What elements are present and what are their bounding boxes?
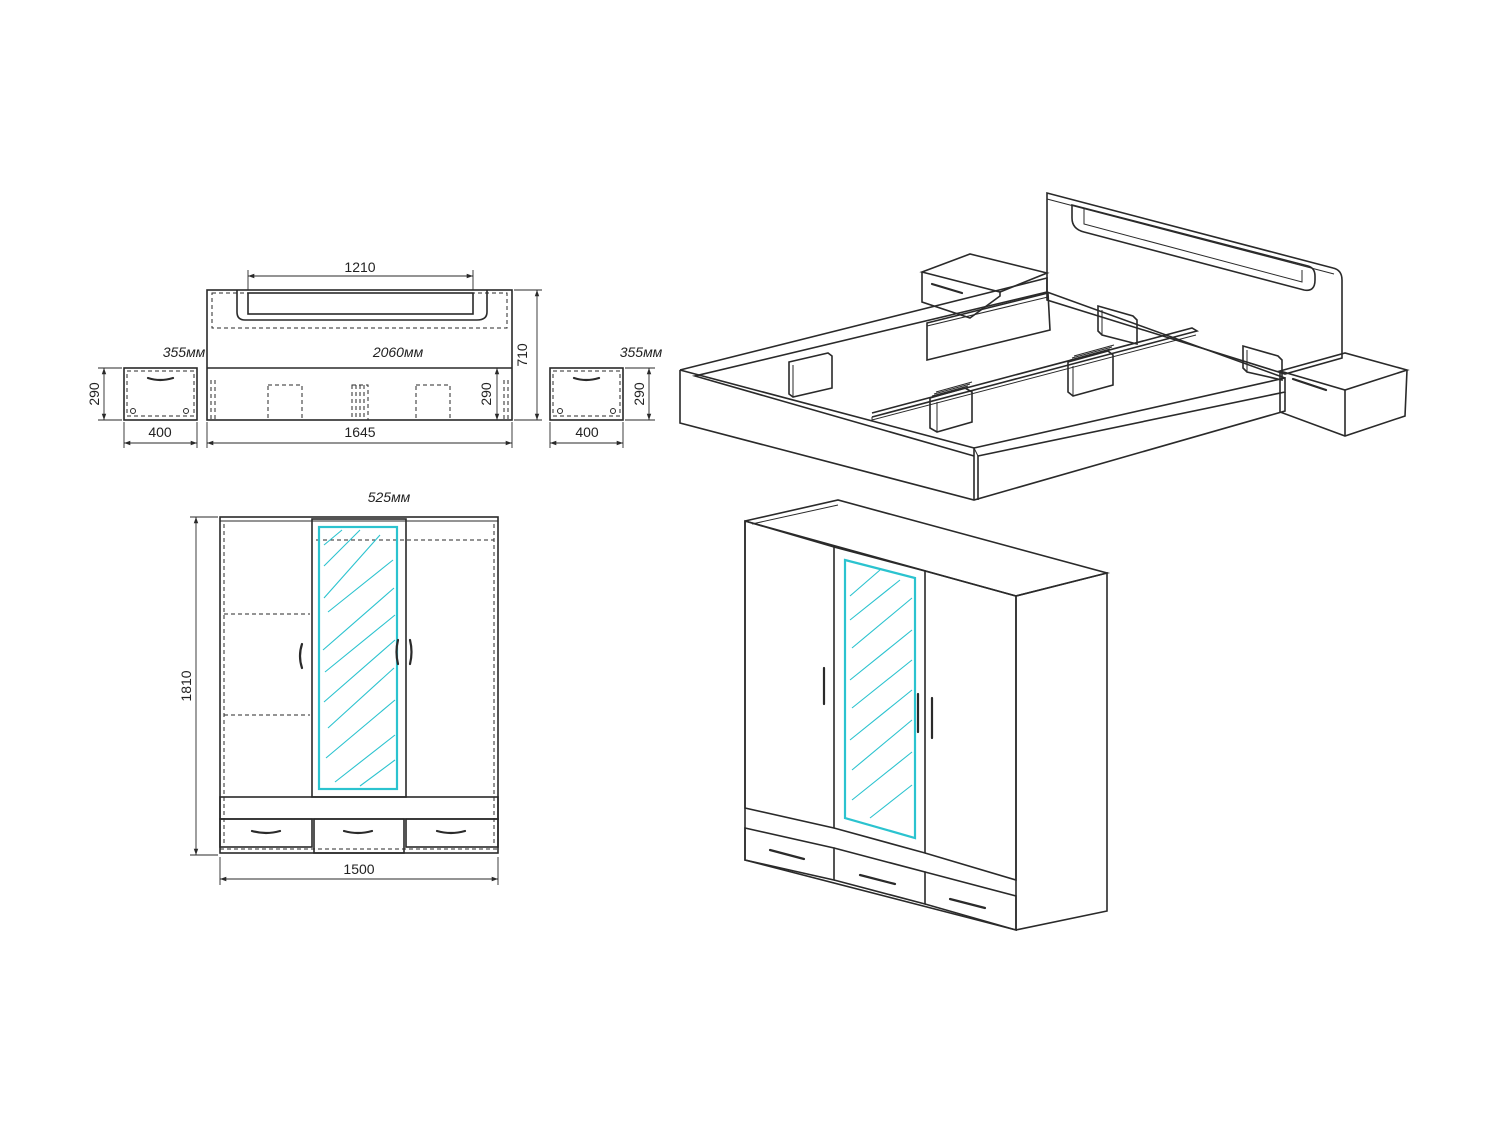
bed-isometric-view xyxy=(679,191,1410,501)
nightstand-right-width-label: 400 xyxy=(575,424,599,440)
wardrobe-depth-label: 525мм xyxy=(368,489,411,505)
bed-front-view xyxy=(206,270,542,448)
headboard-opening-width-label: 1210 xyxy=(344,259,375,275)
wardrobe-height-label: 1810 xyxy=(178,670,194,701)
iso-mirror-reflection-lines xyxy=(849,569,913,819)
wardrobe-isometric-view xyxy=(744,499,1111,932)
wardrobe-width-label: 1500 xyxy=(343,861,374,877)
bed-side-height-label: 290 xyxy=(478,382,494,406)
bed-length-label: 2060мм xyxy=(372,344,424,360)
nightstand-right-front-view xyxy=(549,367,655,448)
nightstand-left-width-label: 400 xyxy=(148,424,172,440)
nightstand-right-depth-label: 355мм xyxy=(620,344,663,360)
nightstand-left-height-label: 290 xyxy=(86,382,102,406)
wardrobe-front-view xyxy=(190,516,499,885)
mirror-reflection-lines xyxy=(322,529,396,787)
nightstand-left-front-view xyxy=(98,367,198,448)
nightstand-left-depth-label: 355мм xyxy=(163,344,206,360)
headboard-height-label: 710 xyxy=(514,343,530,367)
bed-width-label: 1645 xyxy=(344,424,375,440)
nightstand-right-height-label: 290 xyxy=(631,382,647,406)
